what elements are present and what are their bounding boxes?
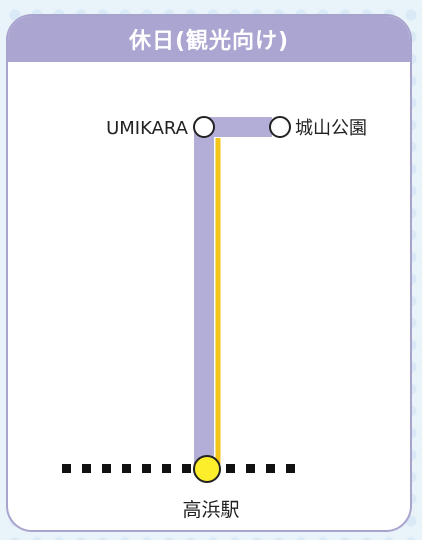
- station-label-umikara: UMIKARA: [106, 118, 189, 139]
- station-label-shiroyama: 城山公園: [295, 118, 367, 139]
- station-label-takahama: 高浜駅: [182, 499, 239, 521]
- card-title: 休日(観光向け): [128, 29, 290, 54]
- route-map: UMIKARA 城山公園 高浜駅: [62, 116, 367, 521]
- card-header: 休日(観光向け): [8, 16, 410, 62]
- railway-line: [62, 464, 295, 473]
- station-marker-takahama: [193, 455, 221, 483]
- station-marker-umikara: [193, 116, 215, 138]
- station-marker-shiroyama: [269, 116, 291, 138]
- route-card: 休日(観光向け) UMIKARA 城山公園 高浜駅: [6, 14, 412, 532]
